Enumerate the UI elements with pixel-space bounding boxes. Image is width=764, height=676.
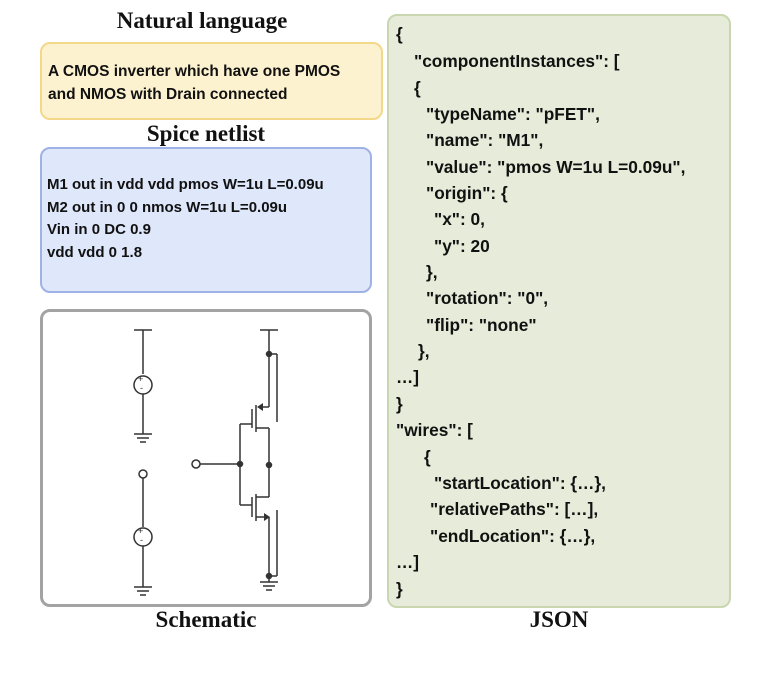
natural-language-text: A CMOS inverter which have one PMOS and …: [48, 60, 378, 106]
json-line: "rotation": "0",: [426, 288, 549, 308]
schematic-title: Schematic: [155, 607, 257, 632]
input-terminal: [191, 459, 201, 469]
json-line: }: [396, 394, 403, 414]
json-title: JSON: [529, 607, 589, 632]
json-line: "relativePaths": […],: [430, 499, 599, 519]
json-line: "name": "M1",: [426, 130, 544, 150]
json-line: "y": 20: [434, 236, 490, 256]
netlist-line: Vin in 0 DC 0.9: [47, 221, 151, 238]
natural-language-title: Natural language: [116, 8, 288, 33]
vdd-source-minus: -: [140, 383, 143, 393]
json-line: "startLocation": {…},: [434, 473, 606, 493]
json-line: {: [414, 78, 421, 98]
json-line: …]: [396, 552, 420, 572]
netlist-line: M2 out in 0 0 nmos W=1u L=0.09u: [47, 198, 288, 216]
json-line: {: [424, 447, 431, 467]
netlist-line: M1 out in vdd vdd pmos W=1u L=0.09u: [47, 176, 324, 193]
cmos-inverter: [191, 329, 278, 591]
json-box: [387, 14, 731, 608]
natural-language-box: [40, 42, 383, 120]
json-line: "typeName": "pFET",: [426, 104, 600, 124]
json-line: {: [396, 24, 403, 44]
json-line: "flip": "none": [426, 315, 537, 335]
vin-source-minus: -: [140, 535, 143, 545]
json-line: "wires": [: [396, 420, 473, 440]
spice-netlist-title: Spice netlist: [146, 121, 266, 146]
json-line: …]: [396, 367, 420, 387]
json-line: },: [426, 262, 438, 282]
spice-netlist-text: M1 out in vdd vdd pmos W=1u L=0.09u M2 o…: [47, 174, 324, 264]
schematic-box: [40, 309, 372, 607]
natural-language-line: and NMOS with Drain connected: [48, 86, 288, 103]
json-line: }: [396, 579, 403, 599]
json-line: "componentInstances": [: [414, 51, 620, 71]
json-line: "value": "pmos W=1u L=0.09u",: [426, 157, 686, 177]
vin-source-plus: +: [138, 526, 144, 536]
natural-language-line: A CMOS inverter which have one PMOS: [48, 63, 341, 80]
json-line: "x": 0,: [434, 209, 485, 229]
json-line: },: [418, 341, 430, 361]
netlist-line: vdd vdd 0 1.8: [47, 243, 143, 261]
vdd-source-plus: +: [138, 374, 144, 384]
vin-terminal: [138, 469, 148, 479]
json-line: "endLocation": {…},: [430, 526, 596, 546]
json-line: "origin": {: [426, 183, 508, 203]
spice-netlist-box: [40, 147, 372, 293]
vin-source: [133, 469, 153, 596]
vdd-source: [133, 329, 153, 443]
